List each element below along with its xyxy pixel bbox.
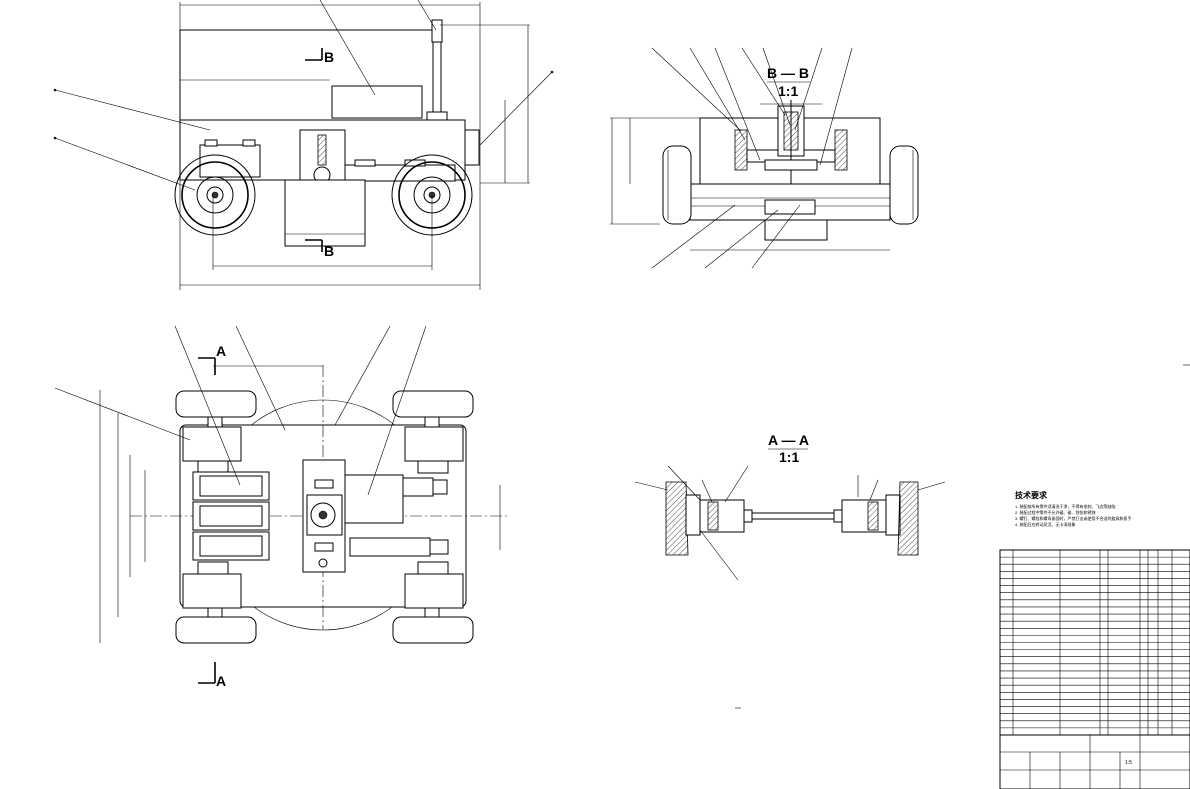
section-b-b-scale: 1:1 (778, 83, 798, 99)
section-marker-a-top: A (216, 343, 226, 359)
section-b-b-title: B — B (767, 65, 809, 81)
technical-requirement-line: 4. 装配后应转动灵活，无卡滞现象 (1015, 522, 1076, 527)
section-view-a-a: A — A 1:1 (634, 432, 946, 581)
section-view-b-b: B — B 1:1 (610, 47, 919, 269)
title-block: 1:5 (1000, 734, 1190, 789)
front-view-left-wheel (174, 154, 256, 236)
technical-requirements: 技术要求 1. 装配前所有零件须清洗干净，不得有毛刺、飞边等缺陷 2. 装配过程… (1015, 490, 1185, 528)
section-a-a-scale: 1:1 (779, 449, 799, 465)
section-marker-b-top: B (324, 49, 334, 65)
section-a-a-title: A — A (768, 432, 809, 448)
front-view: B B (53, 0, 554, 290)
technical-requirements-title: 技术要求 (1015, 491, 1047, 500)
section-marker-a-bottom: A (216, 673, 226, 689)
section-marker-b-bottom: B (324, 243, 334, 259)
parts-list-rows (1000, 556, 1190, 729)
title-block-scale: 1:5 (1125, 760, 1132, 766)
technical-requirement-line: 3. 螺钉、螺栓和螺母紧固时，严禁打击或使用不合适的旋具和扳手 (1015, 516, 1132, 521)
top-view: A A (54, 325, 510, 689)
technical-requirement-line: 2. 装配过程中零件不允许磕、碰、划伤和锈蚀 (1015, 510, 1096, 515)
technical-requirement-line: 1. 装配前所有零件须清洗干净，不得有毛刺、飞边等缺陷 (1015, 504, 1116, 509)
